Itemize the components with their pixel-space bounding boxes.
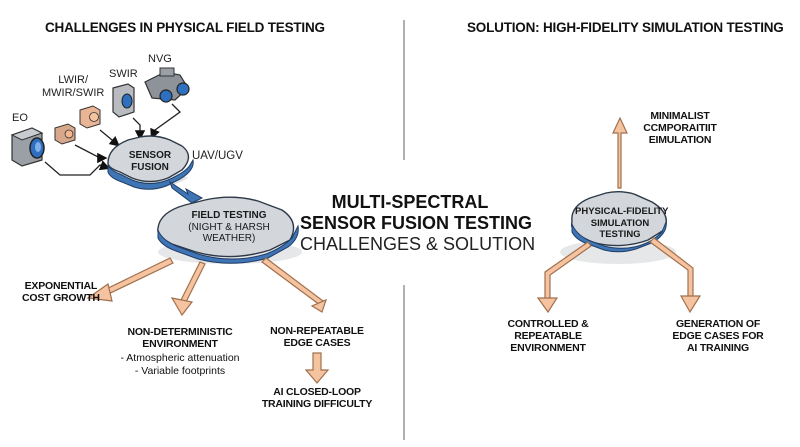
thermal-sensor-icon [54, 105, 101, 145]
hub-line3: TESTING [599, 229, 641, 240]
sensor-label-lwir: LWIR/ MWIR/SWIR [42, 74, 105, 99]
connector-lwir-1 [74, 144, 108, 164]
nondeterministic-bullet-2: - Variable footprints [134, 365, 226, 377]
controlled-line1: CONTROLLED & [507, 318, 589, 330]
ai-difficulty-line1: AI CLOSED-LOOP [273, 386, 361, 398]
arrow-to-nondeterministic [170, 261, 206, 317]
outcome-ai-difficulty: AI CLOSED-LOOP TRAINING DIFFICULTY [255, 386, 379, 410]
center-title: MULTI-SPECTRAL SENSOR FUSION TESTING CHA… [300, 192, 536, 255]
sensor-label-nvg: NVG [148, 53, 172, 65]
nvg-icon [144, 67, 190, 103]
connector-swir [132, 117, 146, 141]
panel-divider-top [403, 20, 405, 160]
minimalist-line1: MINIMALIST [650, 110, 710, 122]
cost-line2: COST GROWTH [22, 292, 100, 304]
sensor-fusion-line1: SENSOR [128, 150, 172, 161]
ai-difficulty-line2: TRAINING DIFFICULTY [261, 398, 373, 410]
outcome-cost-growth: EXPONENTIAL COST GROWTH [22, 280, 100, 304]
hub-line1: PHYSICAL-FIDELITY [575, 206, 669, 217]
sensor-fusion-node-shape [107, 135, 194, 190]
platform-label: UAV/UGV [192, 150, 243, 162]
minimalist-line2: CCMPORAITIIT [643, 122, 717, 134]
sensor-fusion-node: SENSOR FUSION [118, 150, 182, 174]
generation-line2: EDGE CASES FOR [672, 330, 764, 342]
generation-line3: AI TRAINING [687, 342, 749, 354]
edge-cases-line2: EDGE CASES [283, 337, 351, 349]
nondeterministic-bullet-1: - Atmospheric attenuation [120, 352, 240, 364]
nondeterministic-line2: ENVIRONMENT [142, 338, 218, 350]
swir-sensor-icon [112, 83, 135, 118]
outcome-controlled: CONTROLLED & REPEATABLE ENVIRONMENT [498, 318, 598, 354]
panel-divider-bottom [403, 285, 405, 440]
solution-arrows [536, 116, 702, 314]
cost-line1: EXPONENTIAL [24, 280, 98, 292]
arrow-to-minimalist [612, 116, 628, 189]
eo-camera-icon [10, 127, 45, 167]
sensor-label-eo: EO [12, 112, 28, 124]
sensor-fusion-line2: FUSION [131, 162, 169, 173]
sensor-connectors [44, 103, 182, 176]
blue-flow-arrow [169, 180, 204, 204]
field-testing-line3: WEATHER) [202, 233, 256, 244]
arrow-to-ai-difficulty [304, 352, 330, 384]
simulation-hub-node: PHYSICAL-FIDELITY SIMULATION TESTING [575, 206, 669, 241]
arrow-to-generation [649, 237, 702, 314]
arrow-to-controlled [536, 241, 592, 314]
connector-eo [44, 160, 111, 176]
hub-line2: SIMULATION [590, 217, 650, 229]
field-testing-line1: FIELD TESTING [191, 210, 267, 221]
edge-cases-line1: NON-REPEATABLE [270, 325, 364, 337]
nondeterministic-line1: NON-DETERMINISTIC [127, 326, 233, 338]
minimalist-line3: EIMULATION [648, 134, 712, 146]
center-title-line2: SENSOR FUSION TESTING [300, 213, 533, 233]
center-title-line1: MULTI-SPECTRAL [331, 192, 489, 212]
connector-lwir-2 [99, 129, 120, 147]
center-title-line3: CHALLENGES & SOLUTION [300, 234, 536, 254]
outcome-edge-cases: NON-REPEATABLE EDGE CASES [262, 325, 372, 349]
arrow-to-cost [86, 257, 174, 302]
left-panel-title: CHALLENGES IN PHYSICAL FIELD TESTING [45, 20, 325, 35]
controlled-line2: REPEATABLE [514, 330, 582, 342]
outcome-nondeterministic: NON-DETERMINISTIC ENVIRONMENT - Atmosphe… [105, 326, 255, 378]
challenge-arrows [86, 257, 330, 384]
generation-line1: GENERATION OF [675, 318, 761, 330]
sensor-label-swir: SWIR [109, 68, 138, 80]
field-testing-node: FIELD TESTING (NIGHT & HARSH WEATHER) [172, 210, 286, 245]
connector-nvg [150, 103, 182, 140]
right-panel-title: SOLUTION: HIGH-FIDELITY SIMULATION TESTI… [467, 20, 784, 35]
controlled-line3: ENVIRONMENT [510, 342, 586, 354]
outcome-minimalist: MINIMALIST CCMPORAITIIT EIMULATION [640, 110, 720, 146]
outcome-generation: GENERATION OF EDGE CASES FOR AI TRAINING [668, 318, 768, 354]
arrow-to-edge-cases [261, 257, 327, 313]
field-testing-line2: (NIGHT & HARSH [188, 221, 270, 233]
